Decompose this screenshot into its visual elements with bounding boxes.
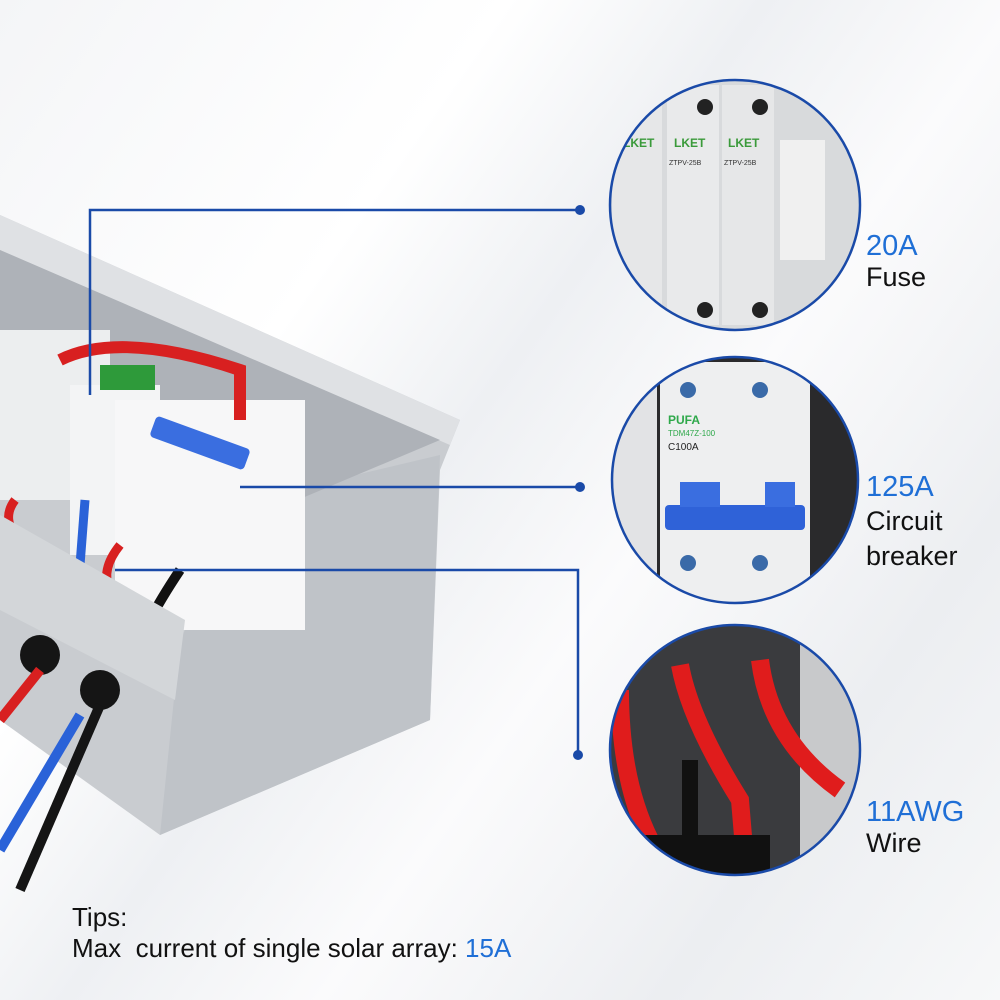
leader-lines [88,208,580,755]
fuse-model-label: ZTPV-25B [724,160,757,167]
breaker-rating: 125A [866,471,934,503]
fuse-brand-label: LKET [674,136,706,150]
wire-closeup [608,623,862,877]
tips-max-current: 15A [465,932,512,963]
wire-gauge: 11AWG [866,796,965,828]
leader-dot-wire [573,750,583,760]
wire-label: Wire [866,827,922,858]
tips-block: Tips: Max current of single solar array:… [72,902,511,963]
leader-dot-fuse [575,205,585,215]
breaker-label: Circuit breaker [866,505,958,571]
fuse-brand-label: LKET [623,136,655,150]
combiner-box [0,215,460,892]
breaker-closeup: PUFA TDM47Z-100 C100A [610,355,860,605]
fuse-model-label: ZTPV-25B [669,160,702,167]
fuse-closeup: LKET LKET LKET ZTPV-25B ZTPV-25B [608,78,862,332]
leader-dot-breaker [575,482,585,492]
tips-title: Tips: [72,902,128,932]
fuse-rating: 20A [866,230,918,262]
breaker-rating-label: C100A [668,442,699,453]
breaker-brand-label: PUFA [668,413,700,427]
callout-fuse: 20A Fuse [866,230,927,293]
tips-text: Max current of single solar array: [72,932,466,963]
breaker-model-label: TDM47Z-100 [668,429,716,438]
fuse-brand-label: LKET [728,136,760,150]
fuse-label: Fuse [866,261,927,292]
callout-wire: 11AWG Wire [866,796,965,859]
callout-breaker: 125A Circuit breaker [866,471,986,574]
